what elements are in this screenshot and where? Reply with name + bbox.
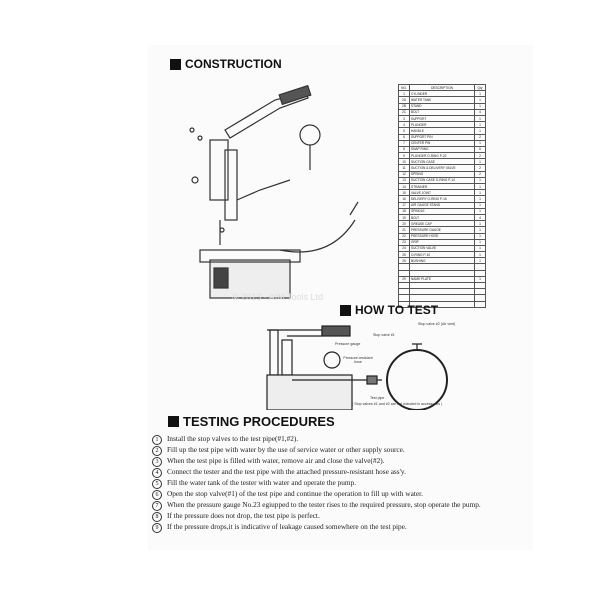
- step-text: Open the stop valve(#1) of the test pipe…: [167, 489, 423, 498]
- procedure-step: 5 Fill the water tank of the tester with …: [152, 478, 532, 489]
- step-number: 9: [152, 523, 162, 533]
- step-text: Fill up the test pipe with water by the …: [167, 445, 405, 454]
- step-number: 1: [152, 435, 162, 445]
- step-number: 6: [152, 490, 162, 500]
- procedure-step: 3 When the test pipe is filled with water…: [152, 456, 532, 467]
- square-bullet-icon: [340, 304, 351, 316]
- procedure-step: 4 Connect the tester and the test pipe wi…: [152, 467, 532, 478]
- procedure-list: 1 Install the stop valves to the test pip…: [152, 434, 532, 533]
- procedure-step: 1 Install the stop valves to the test pip…: [152, 434, 532, 445]
- step-text: If the pressure drops,it is indicative o…: [167, 522, 407, 531]
- label-test-pipe: Test pipe: [370, 396, 385, 400]
- label-hose: Pressure-resistant hose: [343, 356, 373, 364]
- step-text: When the test pipe is filled with water,…: [167, 456, 385, 465]
- construction-heading: CONSTRUCTION: [170, 57, 282, 71]
- step-number: 3: [152, 457, 162, 467]
- construction-diagram: [189, 84, 359, 299]
- square-bullet-icon: [168, 416, 179, 427]
- label-stop-valve-1: Stop valve #1: [373, 333, 395, 337]
- step-number: 4: [152, 468, 162, 478]
- watermark: © 2013 - AIM Tools Ltd: [232, 292, 324, 302]
- step-text: When the pressure gauge No.23 egiupped t…: [167, 500, 481, 509]
- heading-text: HOW TO TEST: [355, 303, 439, 317]
- how-to-test-heading: HOW TO TEST: [340, 303, 438, 317]
- procedure-step: 6 Open the stop valve(#1) of the test pip…: [152, 489, 532, 500]
- step-number: 8: [152, 512, 162, 522]
- procedure-step: 9 If the pressure drops,it is indicative …: [152, 522, 532, 533]
- step-text: Fill the water tank of the tester with w…: [167, 478, 357, 487]
- testing-procedures-heading: TESTING PROCEDURES: [168, 414, 335, 429]
- heading-text: TESTING PROCEDURES: [183, 414, 335, 429]
- procedure-step: 2 Fill up the test pipe with water by the…: [152, 445, 532, 456]
- step-number: 7: [152, 501, 162, 511]
- empty-row: [398, 300, 486, 308]
- step-text: Install the stop valves to the test pipe…: [167, 434, 299, 443]
- step-text: Connect the tester and the test pipe wit…: [167, 467, 406, 476]
- label-pressure-gauge: Pressure gauge: [335, 342, 361, 346]
- procedure-step: 8 If the pressure does not drop, the test…: [152, 511, 532, 522]
- how-to-test-diagram: [266, 325, 448, 410]
- square-bullet-icon: [170, 58, 181, 70]
- step-text: If the pressure does not drop, the test …: [167, 511, 320, 520]
- label-note: ( Stop valves #1 and #2 are not included…: [352, 402, 443, 406]
- step-number: 5: [152, 479, 162, 489]
- label-stop-valve-2: Stop valve #2 (Air vent): [418, 322, 456, 326]
- step-number: 2: [152, 446, 162, 456]
- heading-text: CONSTRUCTION: [185, 57, 282, 71]
- procedure-step: 7 When the pressure gauge No.23 egiupped …: [152, 500, 532, 511]
